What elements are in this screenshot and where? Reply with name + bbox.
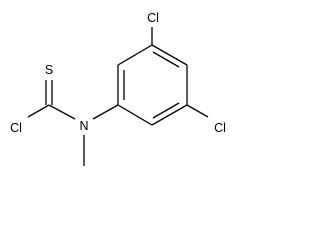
ring-bond-top-left <box>117 44 153 66</box>
ring-double-bond-inner-bottom <box>152 102 180 119</box>
bond-carbon-to-chlorine-left <box>27 104 50 118</box>
ring-bond-bottom-left <box>117 104 153 126</box>
ring-double-bond-inner-top <box>152 51 180 68</box>
bond-ring-to-chlorine-right <box>186 104 209 118</box>
atom-nitrogen: N <box>79 119 88 133</box>
atom-chlorine-top: Cl <box>147 11 159 25</box>
ring-bond-top-right <box>151 44 188 66</box>
atom-sulfur: S <box>45 63 53 77</box>
bond-nitrogen-to-carbon <box>48 104 76 120</box>
bond-ring-to-nitrogen <box>92 104 119 120</box>
chemical-structure: Cl Cl Cl S N <box>10 11 226 166</box>
atom-chlorine-left: Cl <box>10 121 22 135</box>
atom-chlorine-right: Cl <box>214 121 226 135</box>
ring-bond-bottom-right <box>151 104 188 126</box>
